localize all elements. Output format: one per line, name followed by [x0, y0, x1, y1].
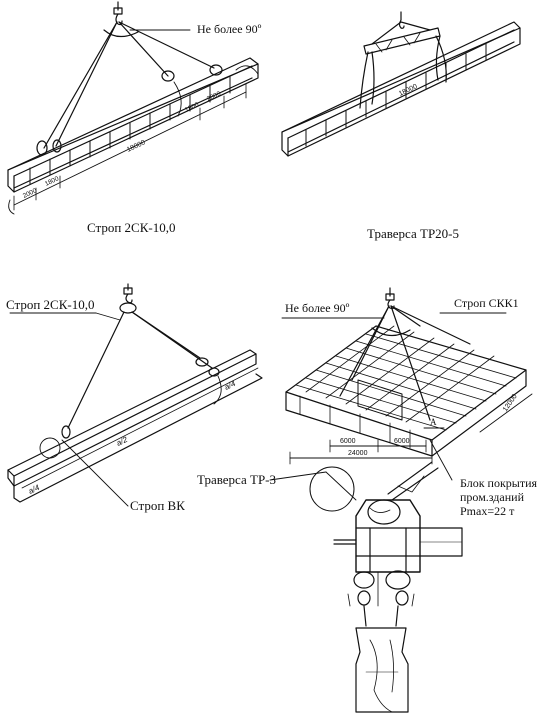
- hook-icon: [385, 287, 395, 310]
- figure4-roof-block: [281, 287, 533, 481]
- figure4-block-label-3: Pmax=22 т: [460, 504, 515, 518]
- figure3-sling-top-label: Строп 2СК-10,0: [6, 297, 94, 312]
- detail-traverse-node: [269, 461, 463, 713]
- figure3-mark-2: a/2: [115, 435, 129, 448]
- figure2-dim-main: 18000: [398, 83, 419, 98]
- figure1-dim-main: 18000: [126, 139, 147, 154]
- figure1-caption: Строп 2СК-10,0: [87, 220, 175, 235]
- angle-arc: [103, 29, 139, 38]
- figure4-angle-label: Не более 90º: [285, 301, 350, 315]
- detail-traverse-label: Траверса ТР-3: [197, 472, 276, 487]
- figure2-truss-traverse: [281, 11, 521, 157]
- figure1-dim-2000-right: 2000: [206, 90, 222, 103]
- figure4-dim-total: 24000: [348, 450, 368, 457]
- figure1-angle-label: Не более 90º: [197, 22, 262, 36]
- hook-icon: [113, 1, 123, 26]
- hook-icon: [123, 283, 133, 304]
- figure4-dim-6000-left: 6000: [340, 438, 356, 445]
- figure3-mark-1: a/4: [223, 379, 237, 392]
- hook-icon: [398, 11, 405, 29]
- figure4-point-label: А: [430, 417, 437, 427]
- figure4-dim-6000-right: 6000: [394, 438, 410, 445]
- figure4-block-label-2: пром.зданий: [460, 490, 525, 504]
- figure1-truss-sling: [7, 1, 259, 215]
- figure4-sling-label: Строп СКК1: [454, 296, 519, 310]
- figure3-sling-bottom-label: Строп ВК: [130, 498, 185, 513]
- figure3-mark-3: a/4: [27, 483, 41, 496]
- detail-callout-circle: [309, 466, 355, 512]
- figure3-beam-sling: [7, 283, 263, 507]
- figure2-caption: Траверса ТР20-5: [367, 226, 459, 241]
- figure4-block-label-1: Блок покрытия: [460, 476, 538, 490]
